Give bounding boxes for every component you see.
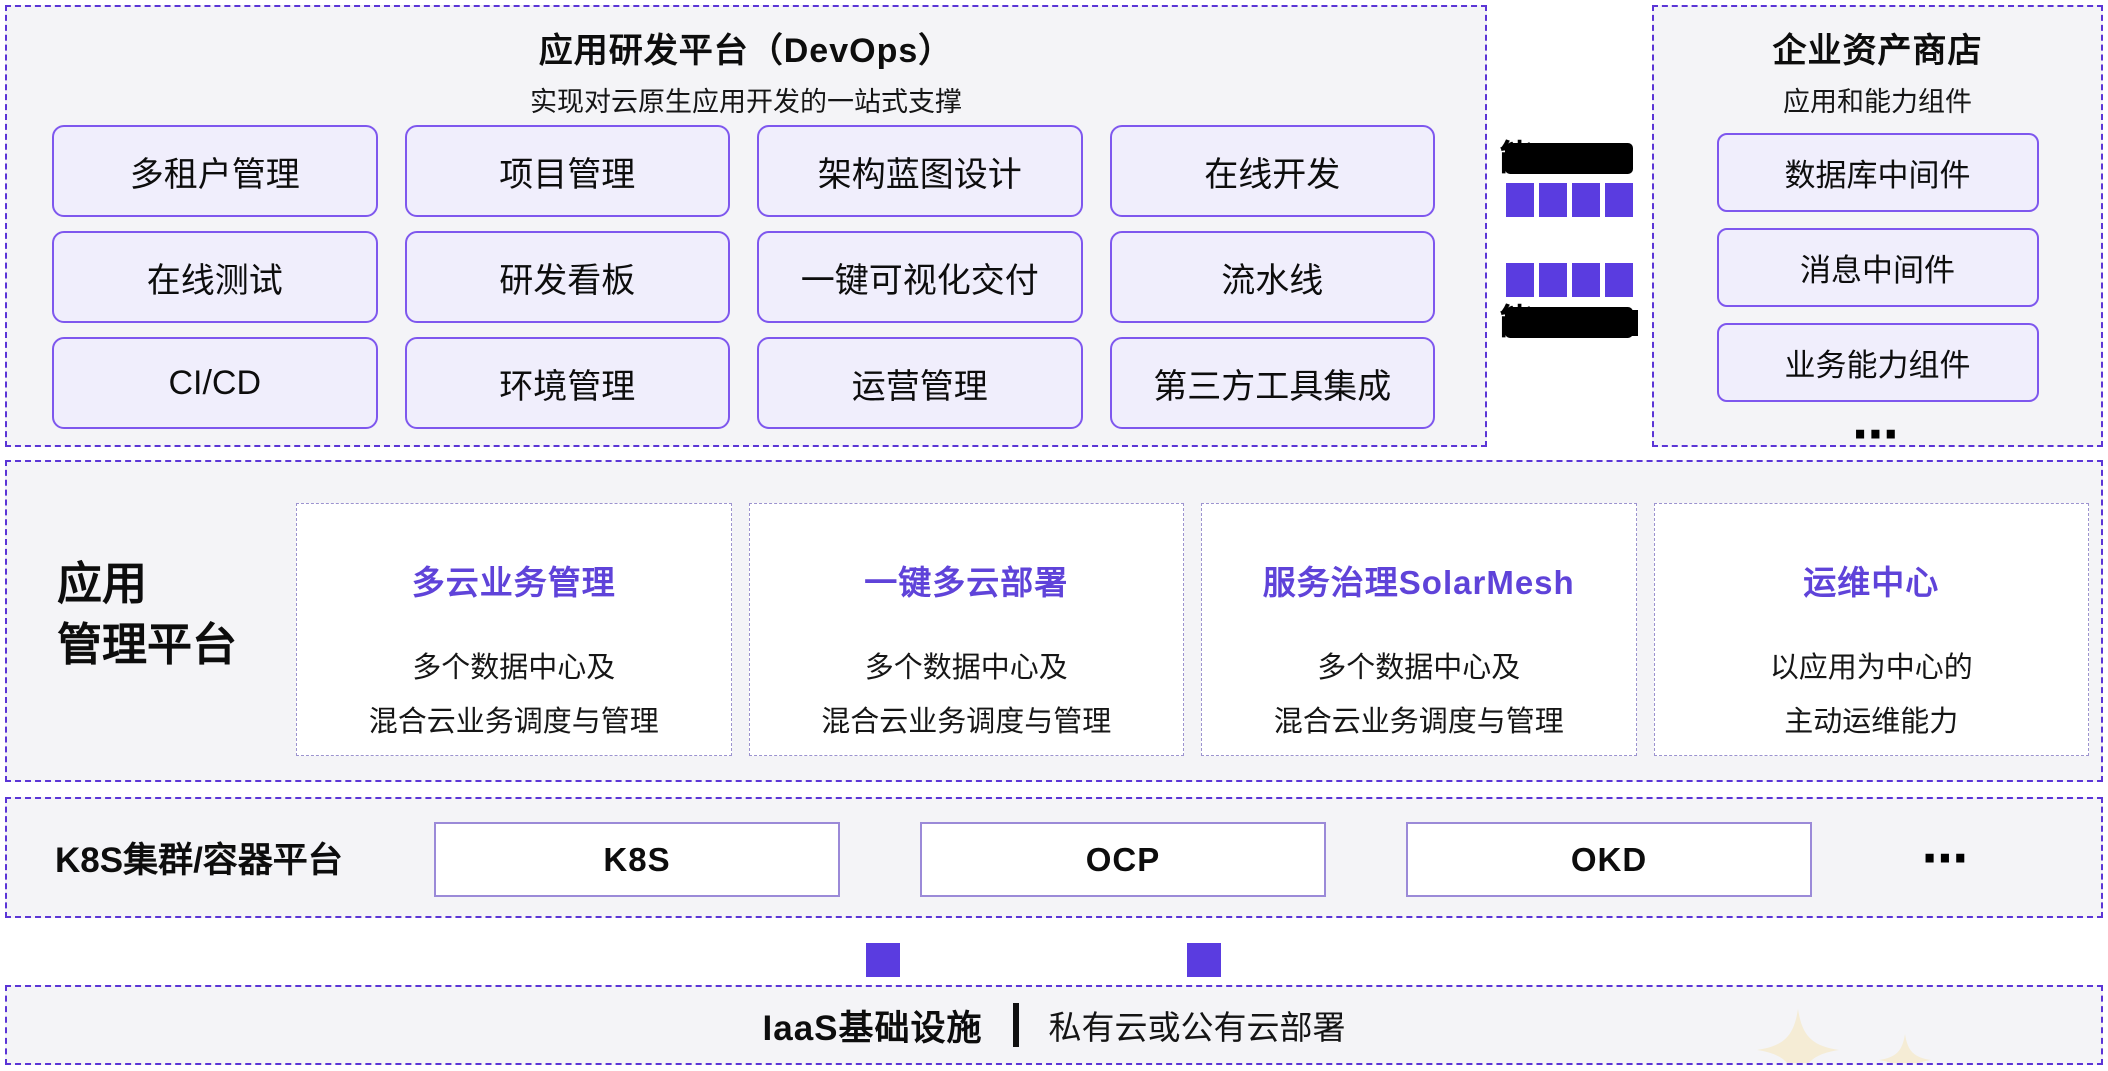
management-card-desc-line1: 多个数据中心及 [1317, 652, 1521, 684]
connector-square-icon [1572, 263, 1600, 297]
connector-square-icon [1605, 263, 1633, 297]
management-card-desc: 多个数据中心及 混合云业务调度与管理 [1274, 642, 1564, 749]
sparkle-icon-small [1879, 1034, 1931, 1063]
devops-platform-section: 应用研发平台（DevOps） 实现对云原生应用开发的一站式支撑 多租户管理 项目… [5, 5, 1487, 447]
k8s-tile: OKD [1406, 822, 1812, 897]
devops-feature-tile: 研发看板 [404, 231, 730, 323]
devops-feature-tile: 多租户管理 [52, 125, 378, 217]
devops-feature-tile: 一键可视化交付 [757, 231, 1083, 323]
k8s-tile: K8S [434, 822, 840, 897]
k8s-tile: OCP [920, 822, 1326, 897]
management-card: 运维中心 以应用为中心的 主动运维能力 [1653, 503, 2089, 756]
devops-feature-tile: CI/CD [52, 337, 378, 429]
management-card: 一键多云部署 多个数据中心及 混合云业务调度与管理 [748, 503, 1184, 756]
devops-feature-grid: 多租户管理 项目管理 架构蓝图设计 在线开发 在线测试 研发看板 一键可视化交付… [52, 125, 1435, 429]
management-card-desc-line1: 以应用为中心的 [1769, 652, 1973, 684]
redacted-label-bottom-char: 能 [1499, 302, 1535, 342]
app-management-label-line1: 应用 [57, 558, 148, 609]
asset-store-subtitle: 应用和能力组件 [1783, 87, 1972, 117]
app-management-label-line2: 管理平台 [57, 618, 238, 670]
management-card-desc-line2: 混合云业务调度与管理 [821, 705, 1112, 738]
management-card-title: 一键多云部署 [864, 564, 1069, 601]
capability-bridge: 能 能 [1487, 5, 1652, 447]
management-card-desc-line1: 多个数据中心及 [864, 652, 1068, 684]
redacted-label-top: 能 [1499, 140, 1633, 175]
connector-square-icon [1605, 183, 1633, 217]
management-card-desc-line2: 混合云业务调度与管理 [368, 705, 659, 738]
management-card-desc: 以应用为中心的 主动运维能力 [1770, 642, 1973, 749]
devops-feature-tile: 环境管理 [404, 337, 730, 429]
management-card-title: 多云业务管理 [411, 564, 616, 601]
devops-feature-tile: 第三方工具集成 [1109, 337, 1435, 429]
k8s-more-ellipsis: ⋯ [1922, 832, 1972, 884]
connector-square-icon [1506, 263, 1534, 297]
connector-square-icon [1539, 183, 1567, 217]
asset-store-tile: 数据库中间件 [1716, 133, 2039, 212]
asset-store-more-ellipsis: ⋯ [1852, 408, 1903, 460]
connector-squares-row-top [1506, 183, 1633, 217]
devops-feature-tile: 在线测试 [52, 231, 378, 323]
asset-store-section: 企业资产商店 应用和能力组件 数据库中间件 消息中间件 业务能力组件 ⋯ [1652, 5, 2103, 457]
management-card-desc: 多个数据中心及 混合云业务调度与管理 [821, 642, 1111, 749]
iaas-content: IaaS基础设施 私有云或公有云部署 [7, 987, 2101, 1063]
connector-square-icon [1539, 263, 1567, 297]
management-card: 服务治理SolarMesh 多个数据中心及 混合云业务调度与管理 [1201, 503, 1637, 756]
asset-store-tile: 消息中间件 [1716, 228, 2039, 307]
management-card: 多云业务管理 多个数据中心及 混合云业务调度与管理 [296, 503, 732, 756]
connector-square-right-icon [1187, 943, 1221, 977]
k8s-platform-label: K8S集群/容器平台 [55, 841, 343, 880]
asset-store-list: 数据库中间件 消息中间件 业务能力组件 [1654, 133, 2101, 402]
iaas-deployment-label: 私有云或公有云部署 [1048, 1009, 1346, 1046]
k8s-tile-row: K8S OCP OKD [434, 822, 1812, 897]
management-card-desc: 多个数据中心及 混合云业务调度与管理 [369, 642, 659, 749]
devops-feature-tile: 流水线 [1109, 231, 1435, 323]
connector-square-icon [1572, 183, 1600, 217]
iaas-separator-bar [1012, 1003, 1019, 1047]
management-card-desc-line1: 多个数据中心及 [412, 652, 616, 684]
asset-store-title: 企业资产商店 [1772, 32, 1983, 70]
devops-feature-tile: 在线开发 [1109, 125, 1435, 217]
app-management-cards: 多云业务管理 多个数据中心及 混合云业务调度与管理 一键多云部署 多个数据中心及… [296, 503, 2089, 756]
connector-square-icon [1506, 183, 1534, 217]
iaas-section: IaaS基础设施 私有云或公有云部署 [5, 985, 2103, 1065]
devops-feature-tile: 运营管理 [757, 337, 1083, 429]
asset-store-tile: 业务能力组件 [1716, 323, 2039, 402]
management-card-desc-line2: 混合云业务调度与管理 [1273, 705, 1564, 738]
connector-square-left-icon [866, 943, 900, 977]
redacted-label-top-char: 能 [1499, 138, 1535, 178]
devops-subtitle: 实现对云原生应用开发的一站式支撑 [530, 87, 962, 117]
app-management-label: 应用 管理平台 [57, 554, 237, 676]
app-management-section: 应用 管理平台 多云业务管理 多个数据中心及 混合云业务调度与管理 一键多云部署… [5, 460, 2103, 782]
management-card-title: 运维中心 [1803, 564, 1940, 601]
connector-squares-row-bottom [1506, 263, 1633, 297]
iaas-label: IaaS基础设施 [762, 1008, 983, 1048]
sparkle-icon-large [1757, 1009, 1839, 1063]
management-card-desc-line2: 主动运维能力 [1784, 705, 1959, 738]
redacted-label-bottom: 能 [1499, 304, 1638, 339]
management-card-title: 服务治理SolarMesh [1262, 564, 1575, 601]
devops-feature-tile: 架构蓝图设计 [757, 125, 1083, 217]
devops-feature-tile: 项目管理 [404, 125, 730, 217]
k8s-platform-section: K8S集群/容器平台 K8S OCP OKD ⋯ [5, 797, 2103, 918]
devops-title: 应用研发平台（DevOps） [538, 32, 954, 70]
